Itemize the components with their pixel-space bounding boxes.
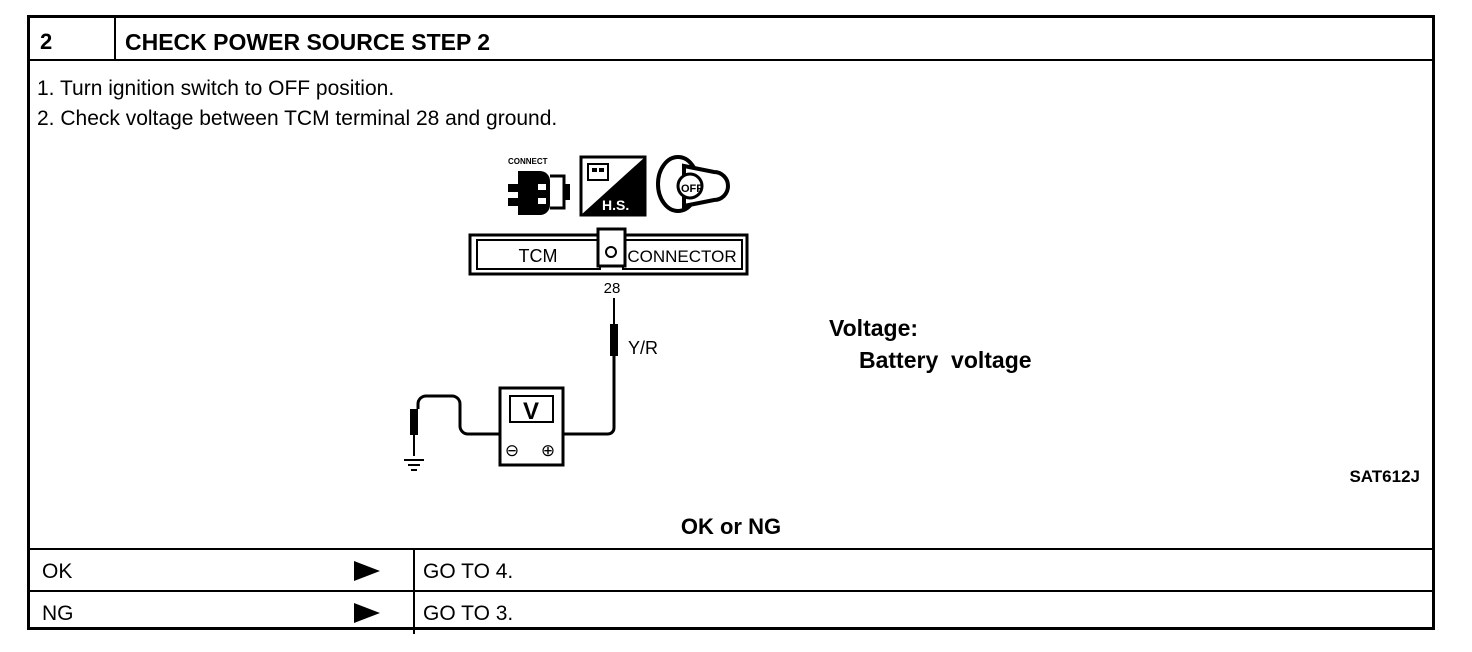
terminal-number: 28 bbox=[604, 280, 621, 297]
connect-icon-label: CONNECT bbox=[508, 157, 548, 166]
instruction-2: 2. Check voltage between TCM terminal 28… bbox=[37, 107, 558, 130]
negative-terminal-icon: ⊖ bbox=[505, 441, 519, 461]
hs-icon-label: H.S. bbox=[602, 197, 629, 213]
result-row-ng: NG GO TO 3. bbox=[30, 590, 1432, 634]
connector-left-label: TCM bbox=[519, 246, 558, 266]
result-prompt: OK or NG bbox=[680, 514, 782, 539]
positive-terminal-icon: ⊕ bbox=[541, 441, 555, 461]
instruction-1: 1. Turn ignition switch to OFF position. bbox=[37, 77, 395, 100]
tcm-connector: TCM CONNECTOR 28 bbox=[468, 227, 749, 297]
step-title: CHECK POWER SOURCE STEP 2 bbox=[116, 18, 1432, 61]
result-label: NG bbox=[42, 602, 74, 625]
ignition-key-off-icon: OFF bbox=[656, 155, 730, 213]
column-divider bbox=[413, 592, 415, 634]
arrow-right-icon bbox=[354, 603, 380, 623]
wire-color-label: Y/R bbox=[628, 338, 658, 358]
voltmeter-label: V bbox=[523, 398, 539, 425]
figure-code: SAT612J bbox=[1349, 467, 1420, 486]
spec-value: Battery voltage bbox=[859, 347, 1032, 373]
column-divider bbox=[413, 550, 415, 592]
result-action: GO TO 3. bbox=[423, 602, 514, 625]
wiring-diagram: CONNECT H.S. OFF bbox=[404, 155, 749, 471]
harness-connector-icon: H.S. bbox=[579, 155, 647, 217]
result-row-ok: OK GO TO 4. bbox=[30, 548, 1432, 592]
connector-right-label: CONNECTOR bbox=[627, 247, 736, 266]
spec-label: Voltage: bbox=[829, 315, 919, 341]
off-icon-label: OFF bbox=[681, 183, 703, 195]
step-number: 2 bbox=[30, 18, 116, 61]
result-label: OK bbox=[42, 560, 73, 583]
result-action: GO TO 4. bbox=[423, 560, 514, 583]
arrow-right-icon bbox=[354, 561, 380, 581]
voltmeter-wiring: Y/R bbox=[404, 298, 658, 471]
connect-icon: CONNECT bbox=[508, 157, 570, 215]
procedure-table: 2 CHECK POWER SOURCE STEP 2 1. Turn igni… bbox=[27, 15, 1435, 634]
voltmeter-icon: V ⊖ ⊕ bbox=[498, 386, 565, 467]
